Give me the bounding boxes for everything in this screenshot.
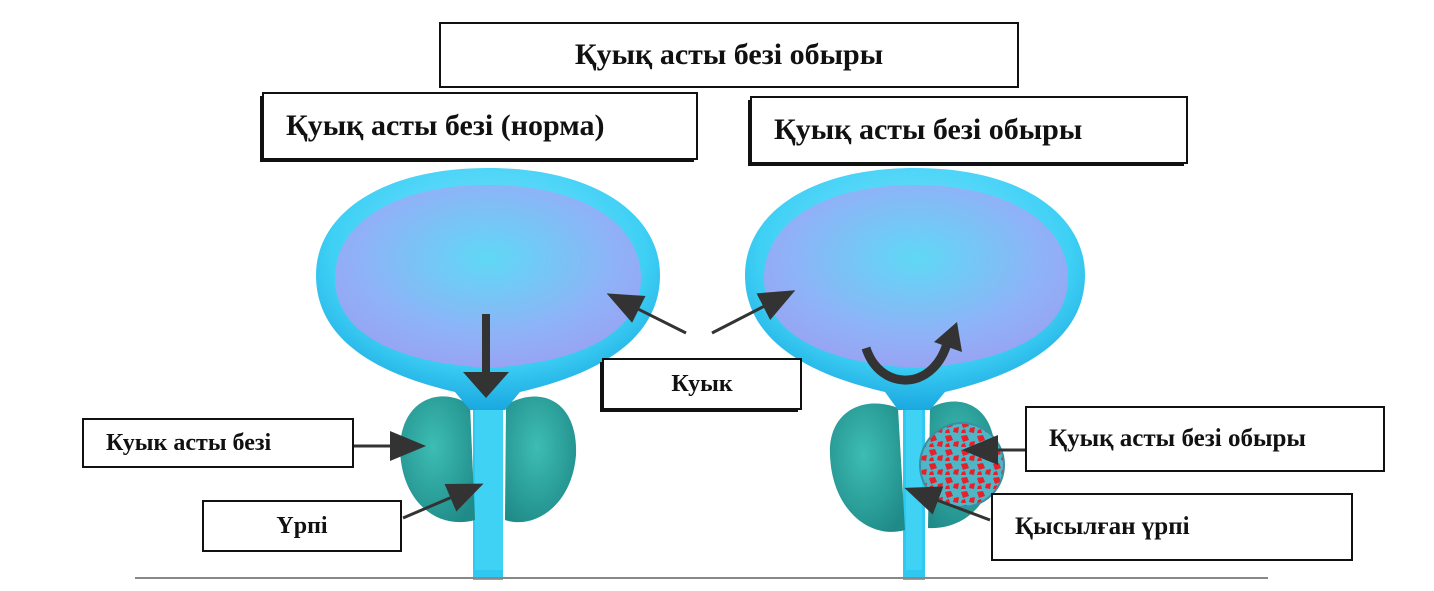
prostate-label-box: Куык асты безі [82, 418, 354, 468]
bladder-right-pointer [711, 290, 796, 335]
bladder-inner [335, 185, 641, 368]
urethra-channel [475, 400, 503, 570]
main-title-box: Қуық асты безі обыры [439, 22, 1019, 88]
urethra-label: Үрпі [276, 512, 328, 539]
cancer-anatomy [745, 168, 1085, 580]
bladder-label: Куык [671, 370, 733, 397]
flow-arrow-head [463, 372, 509, 398]
urethra-label-box: Үрпі [202, 500, 402, 552]
urethra-pointer [402, 483, 484, 520]
compressed-urethra-label-box: Қысылған үрпі [991, 493, 1353, 561]
pointer-arrows [352, 290, 1025, 522]
right-panel-title-box: Қуық асты безі обыры [750, 96, 1188, 164]
right-panel-title: Қуық асты безі обыры [774, 113, 1083, 146]
main-title: Қуық асты безі обыры [574, 38, 884, 71]
cancer-label-box: Қуық асты безі обыры [1025, 406, 1385, 472]
cancer-prostate-left-lobe [829, 403, 905, 532]
left-panel-title: Қуық асты безі (норма) [286, 109, 605, 142]
left-panel-title-box: Қуық асты безі (норма) [262, 92, 698, 160]
normal-anatomy [316, 168, 660, 580]
retention-arrow-curve [861, 338, 953, 385]
compressed-urethra-label: Қысылған үрпі [1015, 513, 1190, 540]
compressed-urethra-channel [906, 400, 922, 570]
bladder-label-box: Куык [602, 358, 802, 410]
compressed-urethra-pointer [904, 486, 991, 522]
prostate-label: Куык асты безі [106, 429, 272, 456]
cancer-bladder-inner [764, 185, 1068, 368]
cancer-label: Қуық асты безі обыры [1049, 425, 1306, 452]
retention-arrow-head [934, 322, 962, 352]
bladder-left-pointer [606, 293, 687, 335]
prostate-right-lobe [505, 396, 577, 523]
